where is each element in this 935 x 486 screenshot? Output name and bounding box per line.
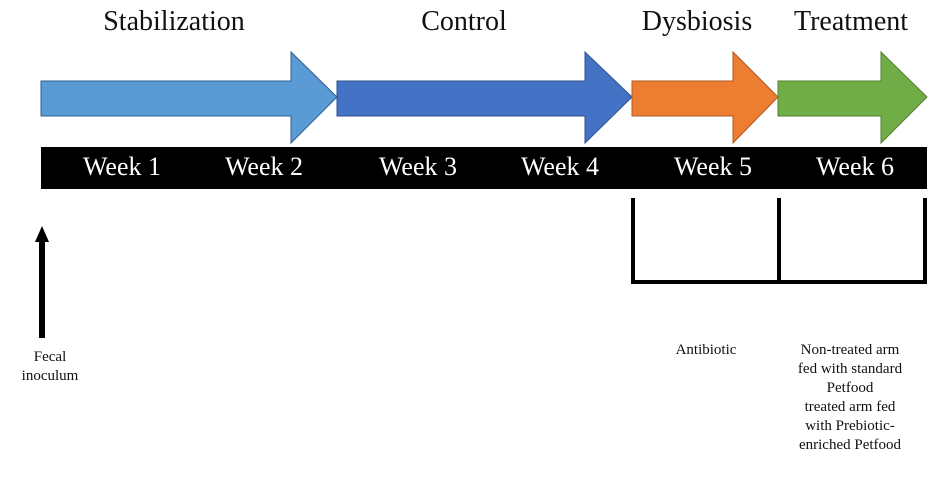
note-line: inoculum (21, 368, 79, 384)
note-line: with Prebiotic- (805, 418, 895, 434)
week-label-2: Week 2 (224, 152, 304, 181)
week-label-5: Week 5 (673, 152, 753, 181)
week-label-1: Week 1 (82, 152, 162, 181)
dysbiosis-arrow (631, 50, 779, 145)
phase-label-control: Control (421, 6, 507, 37)
control-arrow (336, 50, 633, 145)
fecal-inoculum-note: Fecal inoculum (22, 348, 79, 386)
inoculum-arrow-icon (35, 226, 49, 338)
week-timeline-bar (41, 147, 927, 189)
phase-label-stabilization: Stabilization (103, 6, 245, 37)
note-line: enriched Petfood (798, 437, 902, 453)
phase-label-treatment: Treatment (793, 6, 909, 37)
week-label-3: Week 3 (378, 152, 458, 181)
note-line: Antibiotic (675, 342, 737, 358)
treatment-arms-note: Non-treated arm fed with standard Petfoo… (798, 341, 902, 455)
note-line: treated arm fed (804, 399, 896, 415)
note-line: fed with standard (797, 361, 903, 377)
note-line: Non-treated arm (800, 342, 900, 358)
week-label-4: Week 4 (520, 152, 600, 181)
dysbiosis-treatment-bracket (631, 198, 927, 284)
treatment-arrow (777, 50, 928, 145)
note-line: Fecal (33, 349, 67, 365)
stabilization-arrow (40, 50, 338, 145)
note-line: Petfood (826, 380, 874, 396)
antibiotic-note: Antibiotic (676, 341, 737, 360)
week-label-6: Week 6 (815, 152, 895, 181)
phase-label-dysbiosis: Dysbiosis (641, 6, 753, 37)
